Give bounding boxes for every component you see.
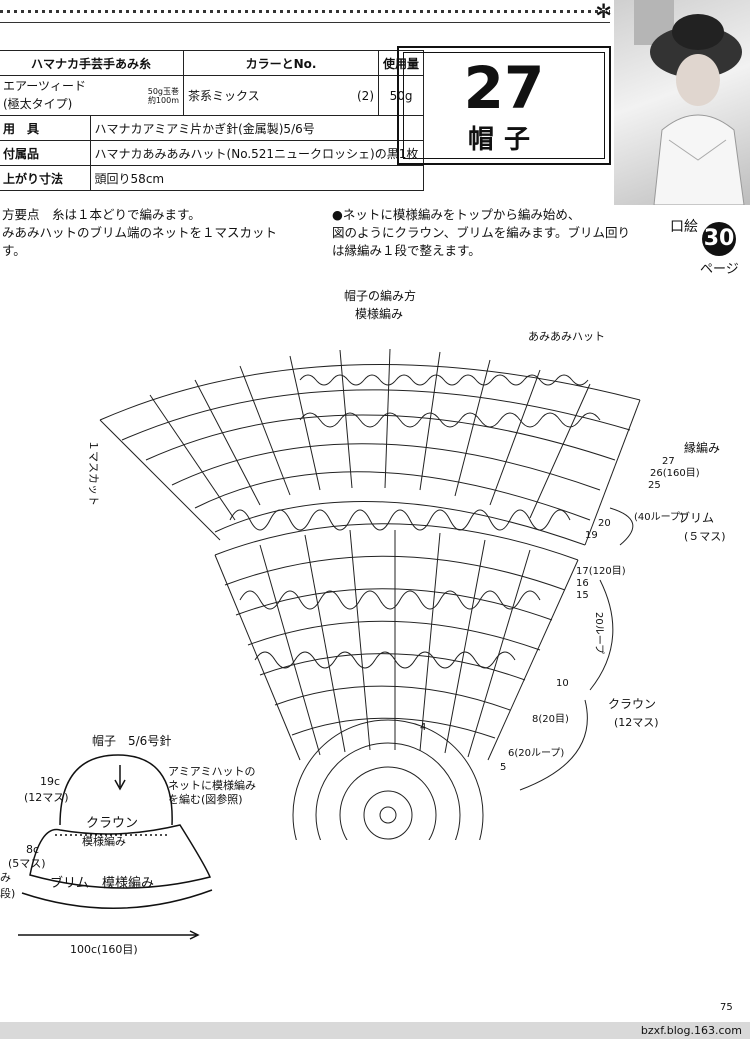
row-6: 6(20ループ): [508, 747, 564, 759]
brim-label: ブリム: [678, 510, 714, 525]
materials-table: ハマナカ手芸手あみ糸 カラーとNo. 使用量 エアーツィード (極太タイプ) 5…: [0, 50, 425, 191]
row-17: 17(120目): [576, 566, 626, 577]
edge-label: み: [0, 871, 11, 884]
note-left-3: す。: [2, 243, 26, 258]
brim-mas: (５マス): [684, 530, 726, 543]
size-value: 頭回り58cm: [89, 165, 425, 191]
hat-label: あみあみハット: [528, 330, 605, 343]
color-name: 茶系ミックス: [183, 75, 332, 116]
page-number: 75: [720, 1002, 733, 1013]
tool-label: 用 具: [0, 115, 91, 141]
cut-label: １マスカット: [87, 440, 100, 506]
row-10: 10: [556, 678, 569, 689]
row-20-loop: (40ループ): [634, 511, 684, 523]
diagram-subtitle: 模様編み: [355, 306, 403, 321]
height-brim-mas: (5マス): [8, 857, 46, 870]
note-right-3: は縁編み１段で整えます。: [332, 243, 481, 258]
crochet-chart: 帽子の編み方 模様編み あみあみハット １マスカット 縁編み 27 26(160…: [87, 288, 726, 840]
schematic-note-2: ネットに模様編み: [168, 778, 256, 792]
accessory-label: 付属品: [0, 140, 91, 166]
kuchie-page: ページ: [700, 262, 739, 277]
row-26: 26(160目): [650, 468, 700, 479]
diagram-title: 帽子の編み方: [344, 288, 416, 303]
crown-pattern: 模様編み: [82, 834, 126, 848]
row-20: 20: [598, 518, 611, 529]
yarn-header: ハマナカ手芸手あみ糸: [0, 50, 184, 76]
note-left-2: みあみハットのブリム端のネットを１マスカット: [2, 225, 278, 240]
row-5: 5: [500, 762, 506, 773]
crown-text: クラウン: [86, 816, 138, 831]
row-8: 8(20目): [532, 714, 569, 725]
credit-link[interactable]: bzxf.blog.163.com: [640, 1024, 742, 1037]
note-right-1: ●ネットに模様編みをトップから編み始め、: [332, 207, 581, 222]
edge-label-2: 段): [0, 886, 15, 900]
schematic-note-3: を編む(図参照): [168, 792, 243, 806]
loop-20: 20ループ: [593, 612, 605, 654]
footer-bar: [0, 1022, 750, 1039]
crown-label: クラウン: [608, 697, 656, 711]
brim-text: ブリム 模様編み: [50, 875, 154, 891]
kuchie-number: 30: [702, 222, 736, 256]
row-19: 19: [585, 530, 598, 541]
note-right-2: 図のようにクラウン、ブリムを編みます。ブリム回り: [332, 225, 631, 240]
star-icon: ✲: [595, 0, 612, 23]
row-25: 25: [648, 480, 661, 491]
yarn-name: エアーツィード: [3, 79, 87, 93]
row-27: 27: [662, 456, 675, 467]
amount-value: 50g: [377, 75, 425, 116]
pattern-number-box: 27 帽子: [397, 46, 611, 165]
size-label: 上がり寸法: [0, 165, 91, 191]
yarn-type: (極太タイプ): [3, 97, 73, 111]
hat-schematic: 帽子 5/6号針 アミアミハットの ネットに模様編み を編む(図参照) 19c …: [0, 733, 256, 956]
pattern-title: 帽子: [467, 125, 540, 155]
color-no: (2): [331, 75, 380, 116]
tool-value: ハマナカアミアミ片かぎ針(金属製)5/6号: [89, 115, 425, 141]
row-16: 16: [576, 578, 589, 589]
height-crown-mas: (12マス): [24, 791, 69, 804]
note-left-1: 方要点 糸は１本どりで編みます。: [2, 207, 201, 222]
yarn-length: 約100m: [147, 95, 179, 105]
kuchie-label: 口絵: [670, 219, 698, 235]
schematic-note-1: アミアミハットの: [168, 765, 256, 778]
row-4: 4: [420, 722, 426, 733]
edging-label: 縁編み: [684, 440, 720, 455]
header-rule: ✲: [0, 0, 612, 23]
height-brim: 8c: [26, 843, 39, 856]
schematic-title: 帽子 5/6号針: [92, 733, 171, 748]
crown-mas: (12マス): [614, 716, 659, 729]
model-photo: [614, 0, 750, 205]
width-label: 100c(160目): [70, 943, 138, 956]
yarn-ball: 50g玉巻: [147, 86, 179, 96]
color-header: カラーとNo.: [183, 50, 379, 76]
amount-header: 使用量: [377, 50, 425, 76]
pattern-number: 27: [463, 54, 545, 122]
accessory-value: ハマナカあみあみハット(No.521ニュークロッシェ)の黒1枚: [89, 140, 425, 166]
row-15: 15: [576, 590, 589, 601]
height-crown: 19c: [40, 775, 60, 788]
